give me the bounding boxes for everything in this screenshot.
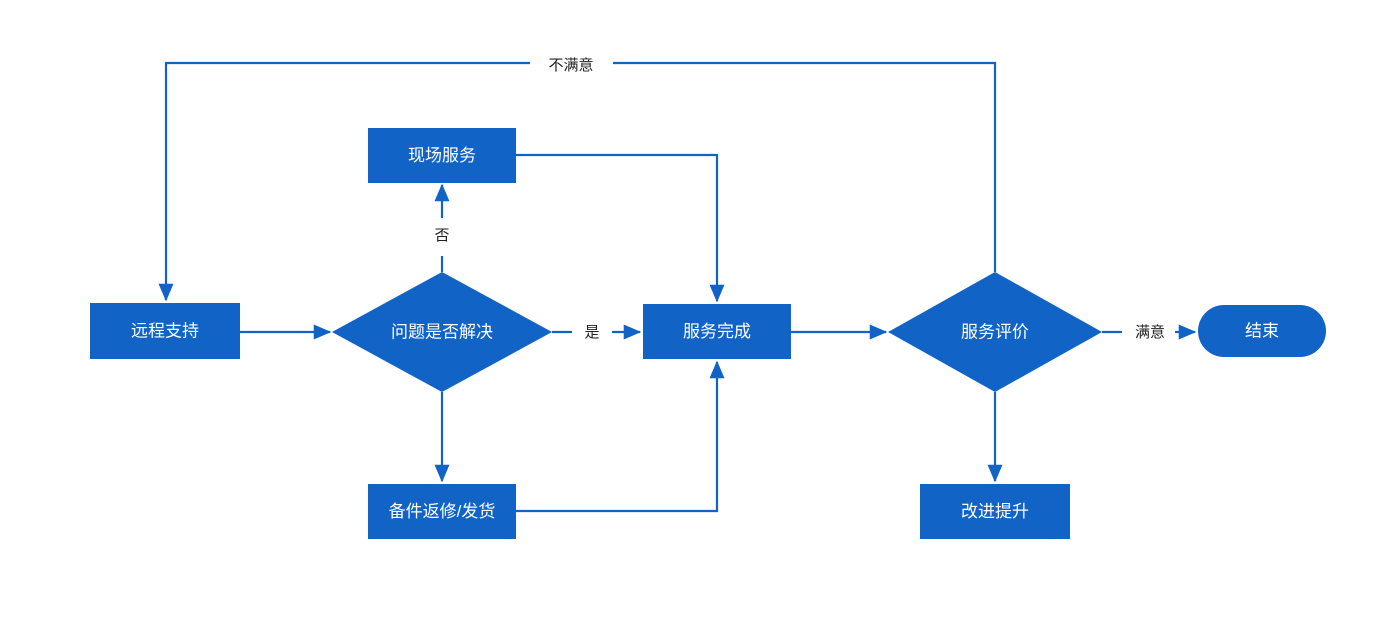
edge-label-evaluation-satisfied-to-end: 满意 (1135, 323, 1165, 341)
edge-label-decision-no-to-onsite: 否 (434, 227, 449, 244)
edge-label-evaluation-dissatisfied-to-remote: 不满意 (548, 56, 593, 74)
edge-hitarea (166, 63, 995, 300)
node-shape-rect[interactable] (368, 128, 516, 183)
node-shape-diamond[interactable] (332, 272, 552, 392)
edge-onsite-to-complete (516, 153, 725, 303)
node-shape-rect[interactable] (643, 304, 791, 359)
node-remote_support[interactable]: 远程支持 (90, 303, 240, 359)
node-shape-rect[interactable] (90, 303, 240, 359)
node-onsite_service[interactable]: 现场服务 (368, 128, 516, 183)
edge-parts-to-complete (516, 360, 725, 513)
node-end[interactable]: 结束 (1198, 305, 1326, 357)
node-improvement[interactable]: 改进提升 (920, 484, 1070, 539)
node-service_evaluation[interactable]: 服务评价 (888, 272, 1102, 392)
node-shape-diamond[interactable] (888, 272, 1102, 392)
edge-line (166, 61, 997, 300)
edge-line (516, 360, 725, 513)
node-problem_resolved[interactable]: 问题是否解决 (332, 272, 552, 392)
edge-labels-layer: 否是 满意 不满意 (434, 56, 1165, 341)
edge-evaluation-dissatisfied-to-remote (166, 61, 997, 300)
edges-layer (166, 61, 1195, 513)
node-shape-rect[interactable] (920, 484, 1070, 539)
node-shape-rounded-rect[interactable] (1198, 305, 1326, 357)
node-service_complete[interactable]: 服务完成 (643, 304, 791, 359)
edge-hitarea (516, 362, 717, 511)
edge-hitarea (516, 155, 717, 301)
edge-line (516, 153, 725, 303)
node-shape-rect[interactable] (368, 484, 516, 539)
node-parts_repair_ship[interactable]: 备件返修/发货 (368, 484, 516, 539)
edge-label-decision-yes-to-complete: 是 (584, 324, 599, 341)
